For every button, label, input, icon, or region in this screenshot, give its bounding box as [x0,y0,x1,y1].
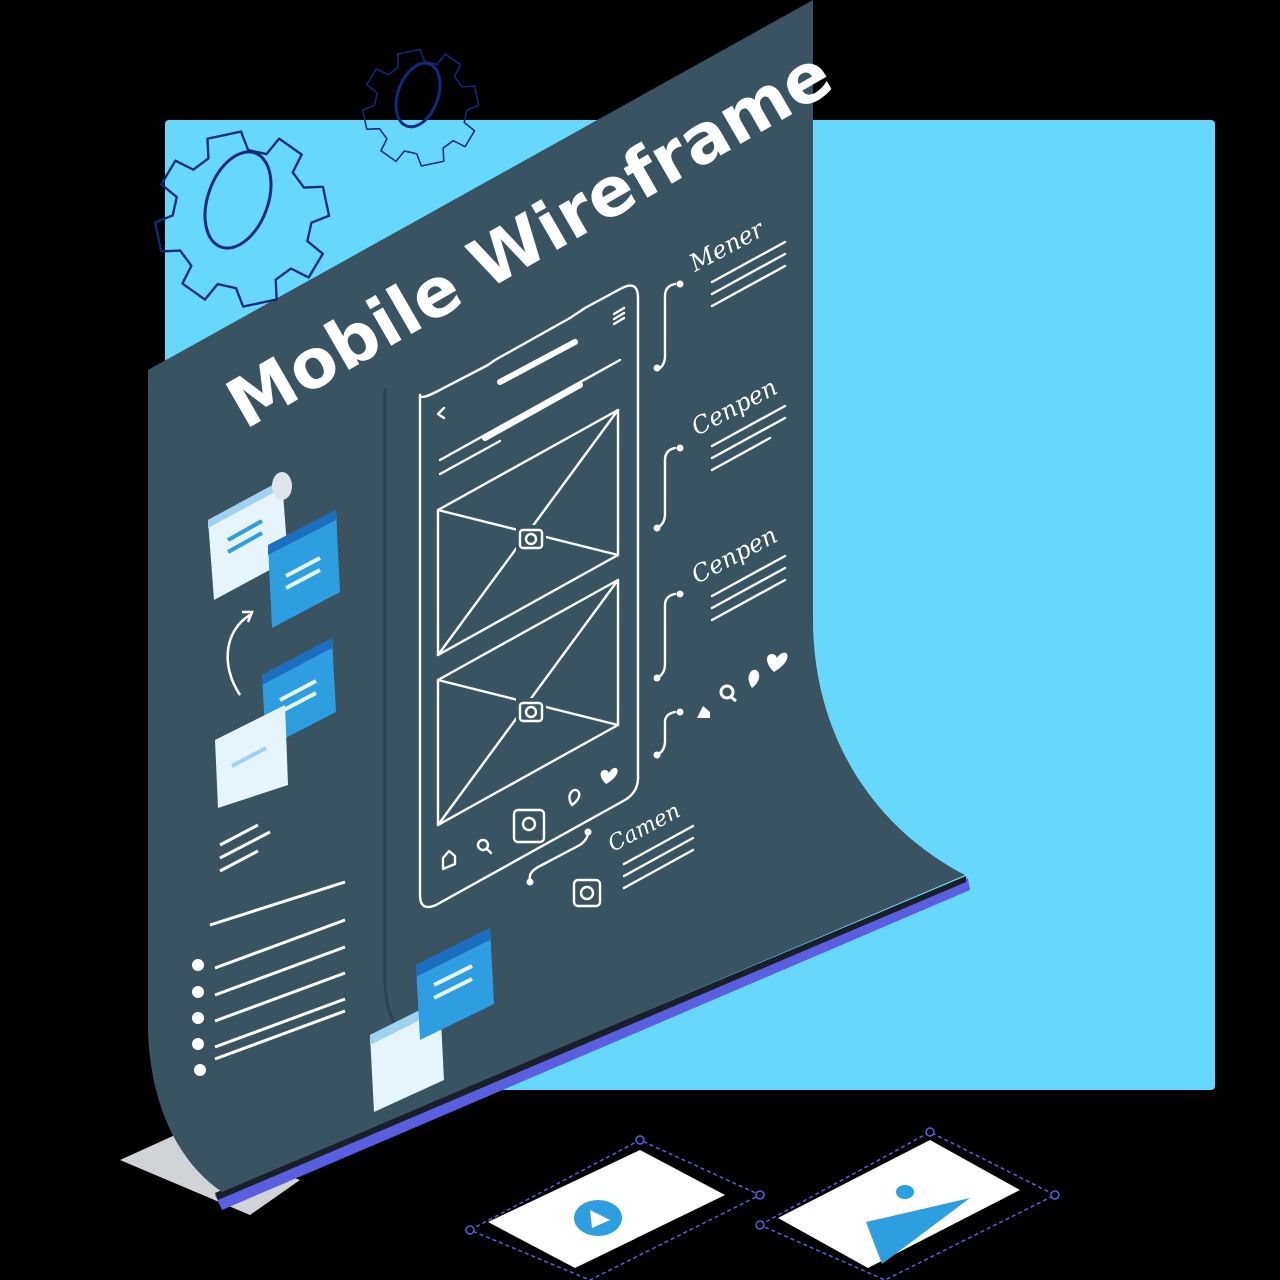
search-icon [719,684,737,703]
bullet-list [192,880,346,1076]
heart-icon [767,652,788,672]
location-pin-icon [568,788,581,807]
location-pin-icon [748,669,760,688]
play-icon[interactable] [574,1200,622,1236]
gear-icon [153,130,331,308]
annotation-icon-row [697,652,788,718]
sticky-notes [208,472,340,808]
camera-icon [518,701,544,723]
video-card[interactable] [465,1135,765,1280]
image-icon[interactable] [866,1185,970,1264]
annotation-connectors [526,280,684,886]
gear-icon [361,48,480,167]
text-lines [219,823,271,873]
camera-icon [512,808,546,844]
hamburger-menu-icon [612,306,626,326]
image-placeholder [436,578,620,827]
sticky-notes [370,928,494,1112]
heart-icon [600,767,618,784]
image-card[interactable] [755,1127,1060,1280]
home-icon [441,849,457,871]
camera-icon [572,878,602,908]
phone-wireframe [418,284,640,909]
search-icon [476,838,493,855]
wireframe-board [148,0,965,1192]
image-placeholder [436,408,620,657]
back-arrow-icon [436,406,446,420]
camera-icon [518,528,544,550]
home-icon [697,706,710,718]
board-edge [215,878,970,1210]
